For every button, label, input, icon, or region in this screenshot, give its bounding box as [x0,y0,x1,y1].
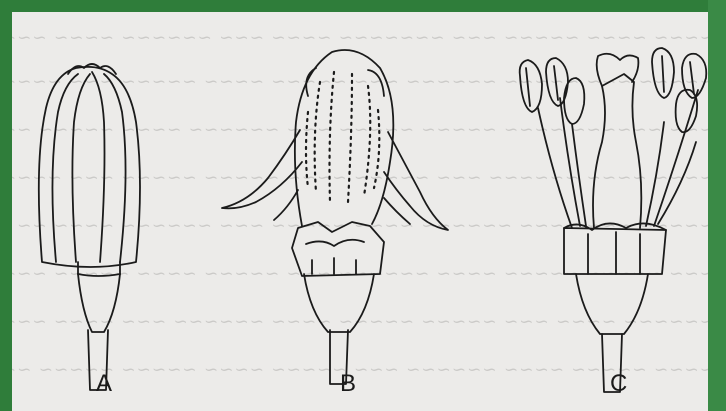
flower-drawings [12,12,714,411]
flower-diagram-panel: ~~~~ ~~~~ ~~~~~ ~~~ ~~~~~~~ ~~~~ ~~~ ~~~… [12,12,714,411]
flower-a-closed-bud [39,64,140,390]
right-border-strip [708,0,726,411]
flower-b-inner-dots [306,72,379,202]
label-c: C [610,370,627,398]
label-b: B [340,370,356,398]
label-a: A [96,370,112,398]
flower-c-open-stamens [520,48,707,392]
flower-b-opening [222,50,448,384]
